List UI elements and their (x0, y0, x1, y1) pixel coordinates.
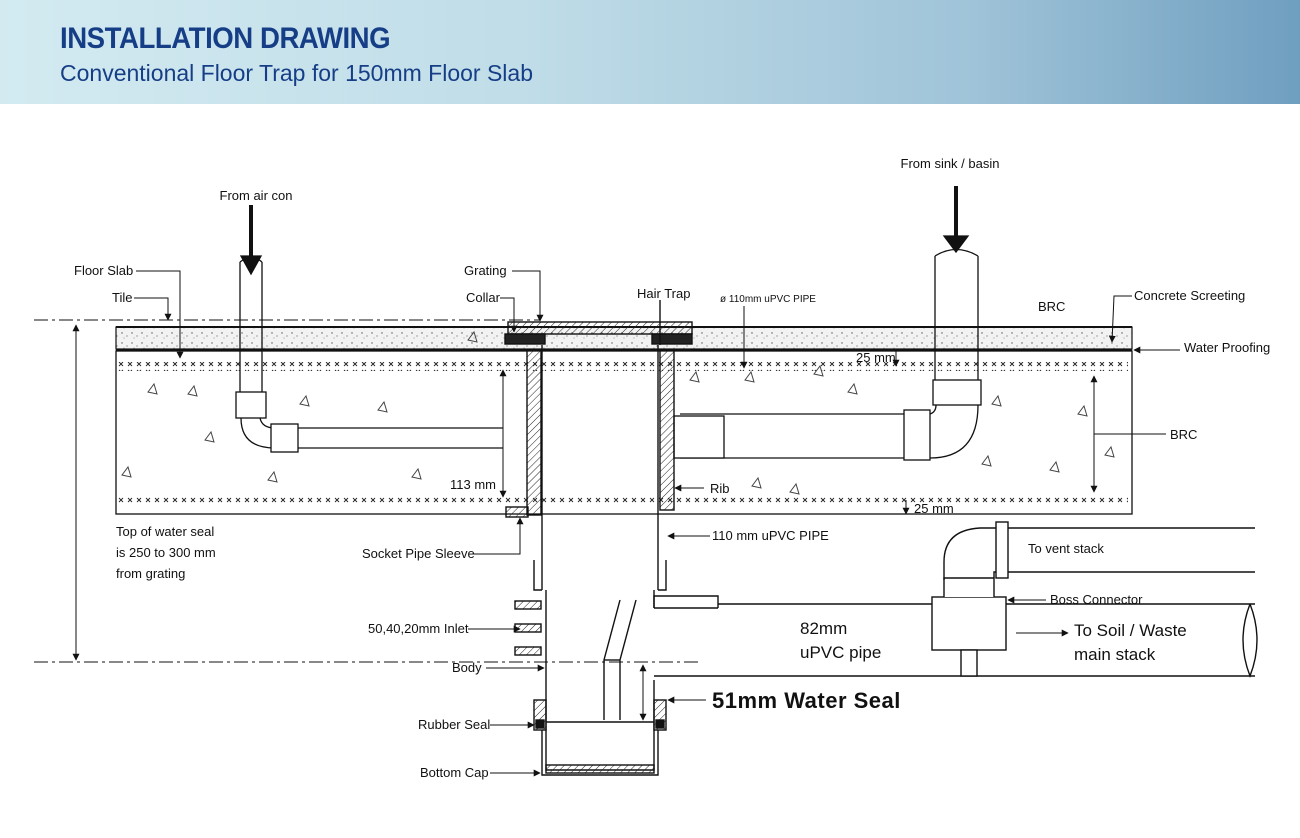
label-dim-25-top: 25 mm (856, 350, 896, 365)
label-bottom-cap: Bottom Cap (420, 765, 489, 780)
label-to-soil-waste-line-1: To Soil / Waste (1074, 621, 1187, 640)
label-from-air-con: From air con (220, 188, 293, 203)
label-water-seal-note-3: from grating (116, 566, 185, 581)
floor-trap (504, 300, 1255, 776)
brc-bottom-row (118, 495, 1128, 504)
label-tile: Tile (112, 290, 132, 305)
label-water-seal-note-2: is 250 to 300 mm (116, 545, 216, 560)
air-con-pipe (235, 205, 503, 453)
label-water-seal-51: 51mm Water Seal (712, 688, 901, 713)
label-collar: Collar (466, 290, 501, 305)
label-from-sink-basin: From sink / basin (901, 156, 1000, 171)
dimension-lines (34, 319, 1098, 721)
label-water-seal-note-1: Top of water seal (116, 524, 214, 539)
label-pipe-110-dia: ø 110mm uPVC PIPE (720, 294, 816, 305)
label-pipe-110: 110 mm uPVC PIPE (712, 528, 829, 543)
label-water-proofing: Water Proofing (1184, 340, 1270, 355)
concrete-slab (115, 350, 1133, 515)
floor-slab (115, 326, 1133, 515)
label-socket-pipe-sleeve: Socket Pipe Sleeve (362, 546, 475, 561)
label-dim-113: 113 mm (450, 477, 496, 492)
label-hair-trap: Hair Trap (637, 286, 690, 301)
label-concrete-screeting: Concrete Screeting (1134, 288, 1245, 303)
label-inlet: 50,40,20mm Inlet (368, 621, 469, 636)
label-grating: Grating (464, 263, 507, 278)
label-rubber-seal: Rubber Seal (418, 717, 490, 732)
label-rib: Rib (710, 481, 730, 496)
label-boss-connector: Boss Connector (1050, 592, 1143, 607)
label-to-soil-waste-line-2: main stack (1074, 645, 1156, 664)
aggregate-marks (121, 330, 1115, 495)
label-body: Body (452, 660, 482, 675)
label-pipe-82-line-1: 82mm (800, 619, 847, 638)
label-floor-slab: Floor Slab (74, 263, 133, 278)
label-pipe-82-line-2: uPVC pipe (800, 643, 881, 662)
label-brc-right: BRC (1170, 427, 1197, 442)
label-dim-25-bottom: 25 mm (914, 501, 954, 516)
sink-pipe (673, 186, 982, 461)
soil-pipe (718, 521, 1258, 678)
page-subtitle: Conventional Floor Trap for 150mm Floor … (60, 60, 533, 86)
label-to-vent-stack: To vent stack (1028, 541, 1104, 556)
brc-top-row (118, 362, 1128, 371)
label-brc-top: BRC (1038, 299, 1065, 314)
page-title: INSTALLATION DRAWING (60, 22, 391, 55)
leader-lines (134, 270, 1180, 777)
header-banner: INSTALLATION DRAWING Conventional Floor … (0, 0, 1300, 104)
